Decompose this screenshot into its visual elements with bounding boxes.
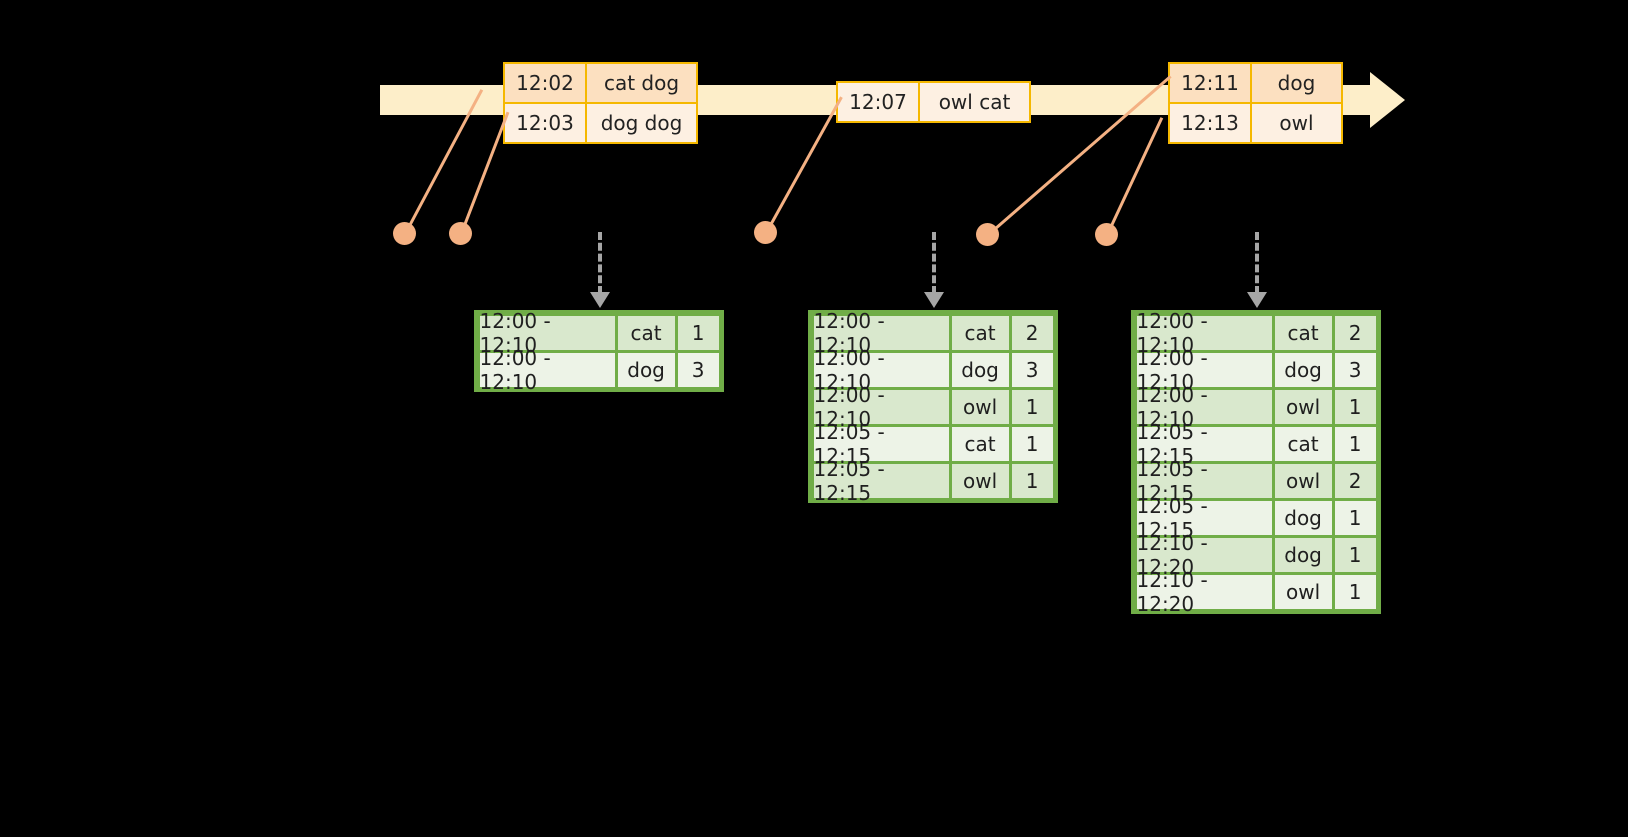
table-row: 12:00 - 12:10 cat 2 — [1135, 309, 1377, 357]
count-cell: 1 — [1334, 537, 1376, 572]
result-table-2: 12:00 - 12:10 cat 2 12:00 - 12:10 dog 3 … — [808, 309, 1058, 505]
count-cell: 2 — [1011, 315, 1053, 350]
table-row: 12:10 - 12:20 owl 1 — [1135, 568, 1377, 616]
connector-dot-2 — [449, 222, 472, 245]
table-row: 12:00 - 12:10 dog 3 — [1135, 346, 1377, 394]
event-row: 12:02 cat dog — [505, 64, 696, 102]
table-row: 12:10 - 12:20 dog 1 — [1135, 531, 1377, 579]
word-cell: dog — [1274, 352, 1332, 387]
window-cell: 12:00 - 12:10 — [1136, 309, 1272, 357]
word-cell: owl — [1274, 463, 1332, 498]
result-table-3: 12:00 - 12:10 cat 2 12:00 - 12:10 dog 3 … — [1131, 309, 1381, 616]
event-time: 12:03 — [505, 104, 587, 142]
event-box-1: 12:02 cat dog 12:03 dog dog — [503, 62, 698, 144]
word-cell: owl — [951, 389, 1009, 424]
table-row: 12:00 - 12:10 dog 3 — [478, 346, 720, 394]
window-cell: 12:00 - 12:10 — [813, 383, 949, 431]
event-time: 12:07 — [838, 83, 920, 121]
connector-dot-1 — [393, 222, 416, 245]
table-row: 12:05 - 12:15 cat 1 — [812, 420, 1054, 468]
count-cell: 1 — [1334, 500, 1376, 535]
count-cell: 3 — [1011, 352, 1053, 387]
event-words: cat dog — [587, 64, 696, 102]
window-cell: 12:05 - 12:15 — [1136, 457, 1272, 505]
event-words: dog — [1252, 64, 1341, 102]
table-row: 12:00 - 12:10 dog 3 — [812, 346, 1054, 394]
word-cell: owl — [1274, 574, 1332, 609]
connector-line-3 — [765, 96, 843, 234]
count-cell: 1 — [1334, 426, 1376, 461]
window-cell: 12:05 - 12:15 — [1136, 494, 1272, 542]
event-time: 12:13 — [1170, 104, 1252, 142]
event-box-2: 12:07 owl cat — [836, 81, 1031, 123]
window-cell: 12:10 - 12:20 — [1136, 568, 1272, 616]
table-row: 12:00 - 12:10 owl 1 — [812, 383, 1054, 431]
event-time: 12:02 — [505, 64, 587, 102]
count-cell: 1 — [1011, 426, 1053, 461]
word-cell: cat — [617, 315, 675, 350]
connector-dot-3 — [754, 221, 777, 244]
connector-line-2 — [460, 111, 510, 235]
window-cell: 12:05 - 12:15 — [1136, 420, 1272, 468]
word-cell: cat — [1274, 315, 1332, 350]
count-cell: 3 — [677, 352, 719, 387]
word-cell: owl — [951, 463, 1009, 498]
event-words: owl — [1252, 104, 1341, 142]
table-row: 12:05 - 12:15 dog 1 — [1135, 494, 1377, 542]
count-cell: 2 — [1334, 463, 1376, 498]
table-row: 12:05 - 12:15 owl 1 — [812, 457, 1054, 505]
table-row: 12:05 - 12:15 owl 2 — [1135, 457, 1377, 505]
flow-arrow-3 — [1247, 232, 1267, 308]
count-cell: 1 — [1011, 463, 1053, 498]
count-cell: 1 — [1334, 389, 1376, 424]
event-row: 12:11 dog — [1170, 64, 1341, 102]
word-cell: dog — [1274, 537, 1332, 572]
event-words: dog dog — [587, 104, 696, 142]
window-cell: 12:05 - 12:15 — [813, 457, 949, 505]
word-cell: cat — [1274, 426, 1332, 461]
window-cell: 12:00 - 12:10 — [813, 309, 949, 357]
event-row: 12:13 owl — [1170, 102, 1341, 142]
event-row: 12:03 dog dog — [505, 102, 696, 142]
connector-dot-5 — [1095, 223, 1118, 246]
event-time: 12:11 — [1170, 64, 1252, 102]
flow-arrow-1 — [590, 232, 610, 308]
window-cell: 12:05 - 12:15 — [813, 420, 949, 468]
word-cell: cat — [951, 426, 1009, 461]
table-row: 12:00 - 12:10 cat 1 — [478, 309, 720, 357]
word-cell: dog — [617, 352, 675, 387]
event-words: owl cat — [920, 83, 1029, 121]
window-cell: 12:00 - 12:10 — [1136, 346, 1272, 394]
count-cell: 1 — [1011, 389, 1053, 424]
connector-line-5 — [1106, 117, 1164, 236]
count-cell: 1 — [677, 315, 719, 350]
word-cell: owl — [1274, 389, 1332, 424]
result-table-1: 12:00 - 12:10 cat 1 12:00 - 12:10 dog 3 — [474, 309, 724, 394]
timeline-arrow-head — [1370, 72, 1405, 128]
count-cell: 1 — [1334, 574, 1376, 609]
window-cell: 12:00 - 12:10 — [479, 346, 615, 394]
event-row: 12:07 owl cat — [838, 83, 1029, 121]
count-cell: 2 — [1334, 315, 1376, 350]
word-cell: cat — [951, 315, 1009, 350]
event-box-3: 12:11 dog 12:13 owl — [1168, 62, 1343, 144]
word-cell: dog — [951, 352, 1009, 387]
window-cell: 12:00 - 12:10 — [1136, 383, 1272, 431]
flow-arrow-2 — [924, 232, 944, 308]
word-cell: dog — [1274, 500, 1332, 535]
window-cell: 12:00 - 12:10 — [479, 309, 615, 357]
count-cell: 3 — [1334, 352, 1376, 387]
window-cell: 12:10 - 12:20 — [1136, 531, 1272, 579]
window-cell: 12:00 - 12:10 — [813, 346, 949, 394]
connector-dot-4 — [976, 223, 999, 246]
